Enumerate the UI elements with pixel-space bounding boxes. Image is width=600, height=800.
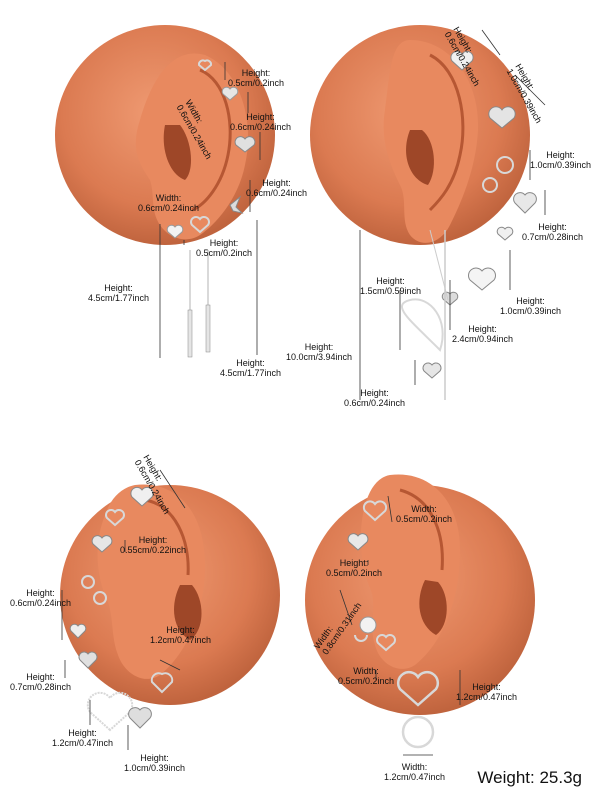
height-label: Height:0.5cm/0.2inch (326, 558, 383, 578)
height-label: Height:1.0cm/0.39inch (124, 753, 186, 773)
heart-hoop-icon (150, 672, 174, 694)
ear-illustration (310, 25, 546, 400)
heart-charm-icon (468, 267, 496, 291)
height-label: Height:0.6cm/0.24inch (230, 112, 292, 132)
height-label: Height:0.6cm/0.24inch (344, 388, 406, 408)
heart-stud-icon (166, 224, 184, 239)
width-label: Width:1.2cm/0.47inch (384, 762, 446, 782)
hoop-icon (482, 177, 498, 193)
heart-charm-icon (422, 362, 442, 379)
heart-stud-icon (221, 86, 239, 101)
hoop-icon (496, 156, 514, 174)
heart-stud-icon (347, 533, 369, 551)
height-label: Height:10.0cm/3.94inch (286, 342, 353, 362)
heart-stud-icon (197, 59, 213, 72)
ear-illustration (305, 474, 535, 756)
ear-illustration (55, 25, 275, 358)
star-stud-icon (229, 195, 244, 214)
heart-hoop-icon (396, 670, 440, 707)
weight-label: Weight: 25.3g (477, 768, 582, 787)
height-label: Height:0.7cm/0.28inch (10, 672, 72, 692)
height-label: Height:0.6cm/0.24inch (246, 178, 308, 198)
heart-stud-icon (488, 106, 516, 129)
hoop-icon (401, 715, 435, 749)
height-label: Height:4.5cm/1.77inch (220, 358, 282, 378)
height-label: Height:1.5cm/0.59inch (360, 276, 422, 296)
height-label: Height:0.7cm/0.28inch (522, 222, 584, 242)
heart-stud-icon (450, 50, 474, 71)
heart-stud-icon (105, 509, 125, 527)
panel-bottom-right: Width:0.5cm/0.2inch Height:0.5cm/0.2inch… (300, 400, 600, 800)
panel-top-right: Height:0.6cm/0.24inch Height:1.0cm/0.39i… (286, 0, 600, 408)
height-label: Height:1.0cm/0.39inch (530, 150, 592, 170)
height-label: Height:4.5cm/1.77inch (88, 283, 150, 303)
heart-charm-icon (69, 623, 87, 639)
heart-charm-icon (513, 192, 537, 214)
hoop-icon (93, 591, 107, 605)
heart-stud-icon (376, 634, 396, 652)
ear-illustration (60, 469, 280, 750)
heart-stud-icon (190, 216, 210, 234)
height-label: Height:0.5cm/0.2inch (228, 68, 285, 88)
heart-hoop-icon (401, 298, 444, 352)
panel-bottom-left: Height:0.6cm/0.24inch Height:0.55cm/0.22… (0, 400, 300, 800)
height-label: Height:1.2cm/0.47inch (150, 625, 212, 645)
height-label: Height:0.5cm/0.2inch (196, 238, 253, 258)
height-label: Height:1.2cm/0.47inch (52, 728, 114, 748)
round-stud-icon (359, 616, 377, 634)
height-label: Height:1.0cm/0.39inch (500, 296, 562, 316)
height-label: Height:0.55cm/0.22inch (120, 535, 187, 555)
heart-hoop-icon (86, 691, 134, 732)
width-label: Width:0.5cm/0.2inch (338, 666, 395, 686)
width-label: Width:0.5cm/0.2inch (396, 504, 453, 524)
height-label: Height:1.2cm/0.47inch (456, 682, 518, 702)
heart-stud-icon (91, 535, 113, 553)
heart-stud-icon (234, 136, 256, 153)
width-label: Width:0.6cm/0.24inch (138, 193, 200, 213)
height-label: Height:2.4cm/0.94inch (452, 324, 514, 344)
hoop-icon (81, 575, 95, 589)
heart-stud-icon (362, 500, 388, 522)
heart-stud-icon (130, 486, 154, 507)
heart-charm-icon (78, 651, 98, 669)
heart-charm-icon (496, 226, 514, 241)
height-label: Height:0.6cm/0.24inch (10, 588, 72, 608)
panel-top-left: Height:0.5cm/0.2inch Width:0.6cm/0.24inc… (0, 0, 307, 400)
heart-charm-icon (128, 707, 152, 729)
